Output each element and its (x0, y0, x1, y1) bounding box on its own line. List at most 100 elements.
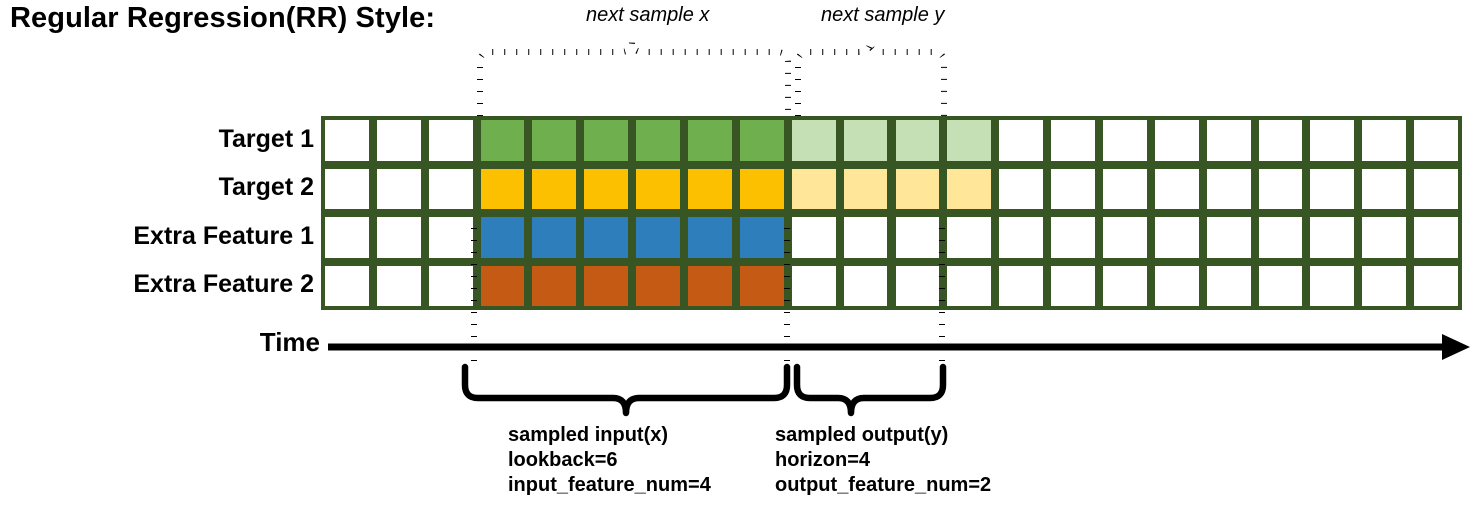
grid-cell (947, 217, 992, 258)
grid-cell (325, 265, 369, 306)
grid-cell (480, 168, 525, 209)
grid-cell (791, 265, 836, 306)
timeseries-grid (321, 116, 1462, 310)
grid-cell (1102, 217, 1147, 258)
grid-cell (791, 120, 836, 161)
grid-cell (480, 120, 525, 161)
grid-cell (1362, 217, 1407, 258)
grid-cell (1414, 217, 1458, 258)
next-sample-y-brace (795, 41, 947, 116)
grid-cell (584, 265, 629, 306)
grid-cell (895, 120, 940, 161)
grid-cell (1102, 265, 1147, 306)
grid-cell (1154, 265, 1199, 306)
grid-cell (791, 168, 836, 209)
grid-cell (1154, 217, 1199, 258)
grid-cell (843, 168, 888, 209)
grid-row-target-1 (321, 116, 1462, 165)
grid-cell (428, 168, 473, 209)
page-title: Regular Regression(RR) Style: (10, 2, 436, 34)
grid-cell (895, 217, 940, 258)
grid-cell (636, 217, 681, 258)
grid-cell (1258, 120, 1303, 161)
grid-cell (376, 217, 421, 258)
grid-cell (584, 217, 629, 258)
grid-row-extra-feature-2 (321, 262, 1462, 311)
sampled-input-title: sampled input(x) (508, 424, 669, 446)
time-axis-label: Time (259, 327, 320, 357)
grid-cell (688, 120, 732, 161)
grid-cell (480, 265, 525, 306)
grid-cell (480, 217, 525, 258)
grid-cell (1310, 265, 1355, 306)
grid-cell (895, 265, 940, 306)
grid-cell (1258, 168, 1303, 209)
grid-cell (532, 217, 577, 258)
grid-cell (999, 168, 1044, 209)
grid-cell (1310, 168, 1355, 209)
grid-cell (428, 265, 473, 306)
sampled-output-horizon: horizon=4 (775, 449, 871, 471)
grid-cell (688, 217, 732, 258)
time-axis-arrowhead (1442, 334, 1470, 360)
grid-cell (947, 265, 992, 306)
grid-cell (688, 265, 732, 306)
grid-cell (688, 168, 732, 209)
grid-cell (843, 265, 888, 306)
row-label-extra-feature-2: Extra Feature 2 (133, 270, 314, 298)
grid-cell (739, 120, 784, 161)
grid-cell (1362, 168, 1407, 209)
grid-cell (1206, 120, 1251, 161)
grid-cell (895, 168, 940, 209)
grid-cell (1258, 265, 1303, 306)
sampled-output-featnum: output_feature_num=2 (775, 474, 992, 496)
sampled-output-title: sampled output(y) (775, 424, 949, 446)
row-label-column: Target 1 Target 2 Extra Feature 1 Extra … (12, 116, 314, 310)
grid-cell (1051, 120, 1095, 161)
row-label-target-2: Target 2 (218, 173, 314, 201)
grid-cell (325, 120, 369, 161)
grid-cell (843, 120, 888, 161)
grid-cell (1051, 168, 1095, 209)
sampled-output-annotation: sampled output(y) horizon=4 output_featu… (775, 423, 991, 498)
grid-cell (428, 217, 473, 258)
grid-cell (739, 168, 784, 209)
sampled-input-lookback: lookback=6 (508, 449, 618, 471)
grid-cell (325, 168, 369, 209)
grid-cell (947, 120, 992, 161)
grid-cell (947, 168, 992, 209)
grid-cell (1154, 120, 1199, 161)
row-label-target-1: Target 1 (218, 125, 314, 153)
grid-cell (636, 265, 681, 306)
grid-cell (1414, 265, 1458, 306)
grid-cell (1414, 120, 1458, 161)
grid-cell (1154, 168, 1199, 209)
grid-cell (1310, 120, 1355, 161)
grid-cell (999, 217, 1044, 258)
grid-cell (1206, 168, 1251, 209)
grid-cell (1362, 120, 1407, 161)
next-sample-x-label: next sample x (586, 4, 710, 26)
grid-cell (1102, 120, 1147, 161)
grid-cell (376, 265, 421, 306)
grid-cell (843, 217, 888, 258)
grid-cell (636, 120, 681, 161)
grid-cell (636, 168, 681, 209)
grid-cell (1206, 217, 1251, 258)
grid-cell (532, 120, 577, 161)
row-label-extra-feature-1: Extra Feature 1 (133, 222, 314, 250)
grid-cell (791, 217, 836, 258)
grid-cell (376, 168, 421, 209)
grid-cell (584, 120, 629, 161)
sampled-input-featnum: input_feature_num=4 (508, 474, 711, 496)
grid-cell (325, 217, 369, 258)
grid-cell (532, 265, 577, 306)
next-sample-y-label: next sample y (821, 4, 945, 26)
sampled-input-annotation: sampled input(x) lookback=6 input_featur… (508, 423, 711, 498)
grid-cell (428, 120, 473, 161)
grid-cell (532, 168, 577, 209)
grid-cell (1258, 217, 1303, 258)
grid-cell (999, 265, 1044, 306)
grid-cell (1414, 168, 1458, 209)
